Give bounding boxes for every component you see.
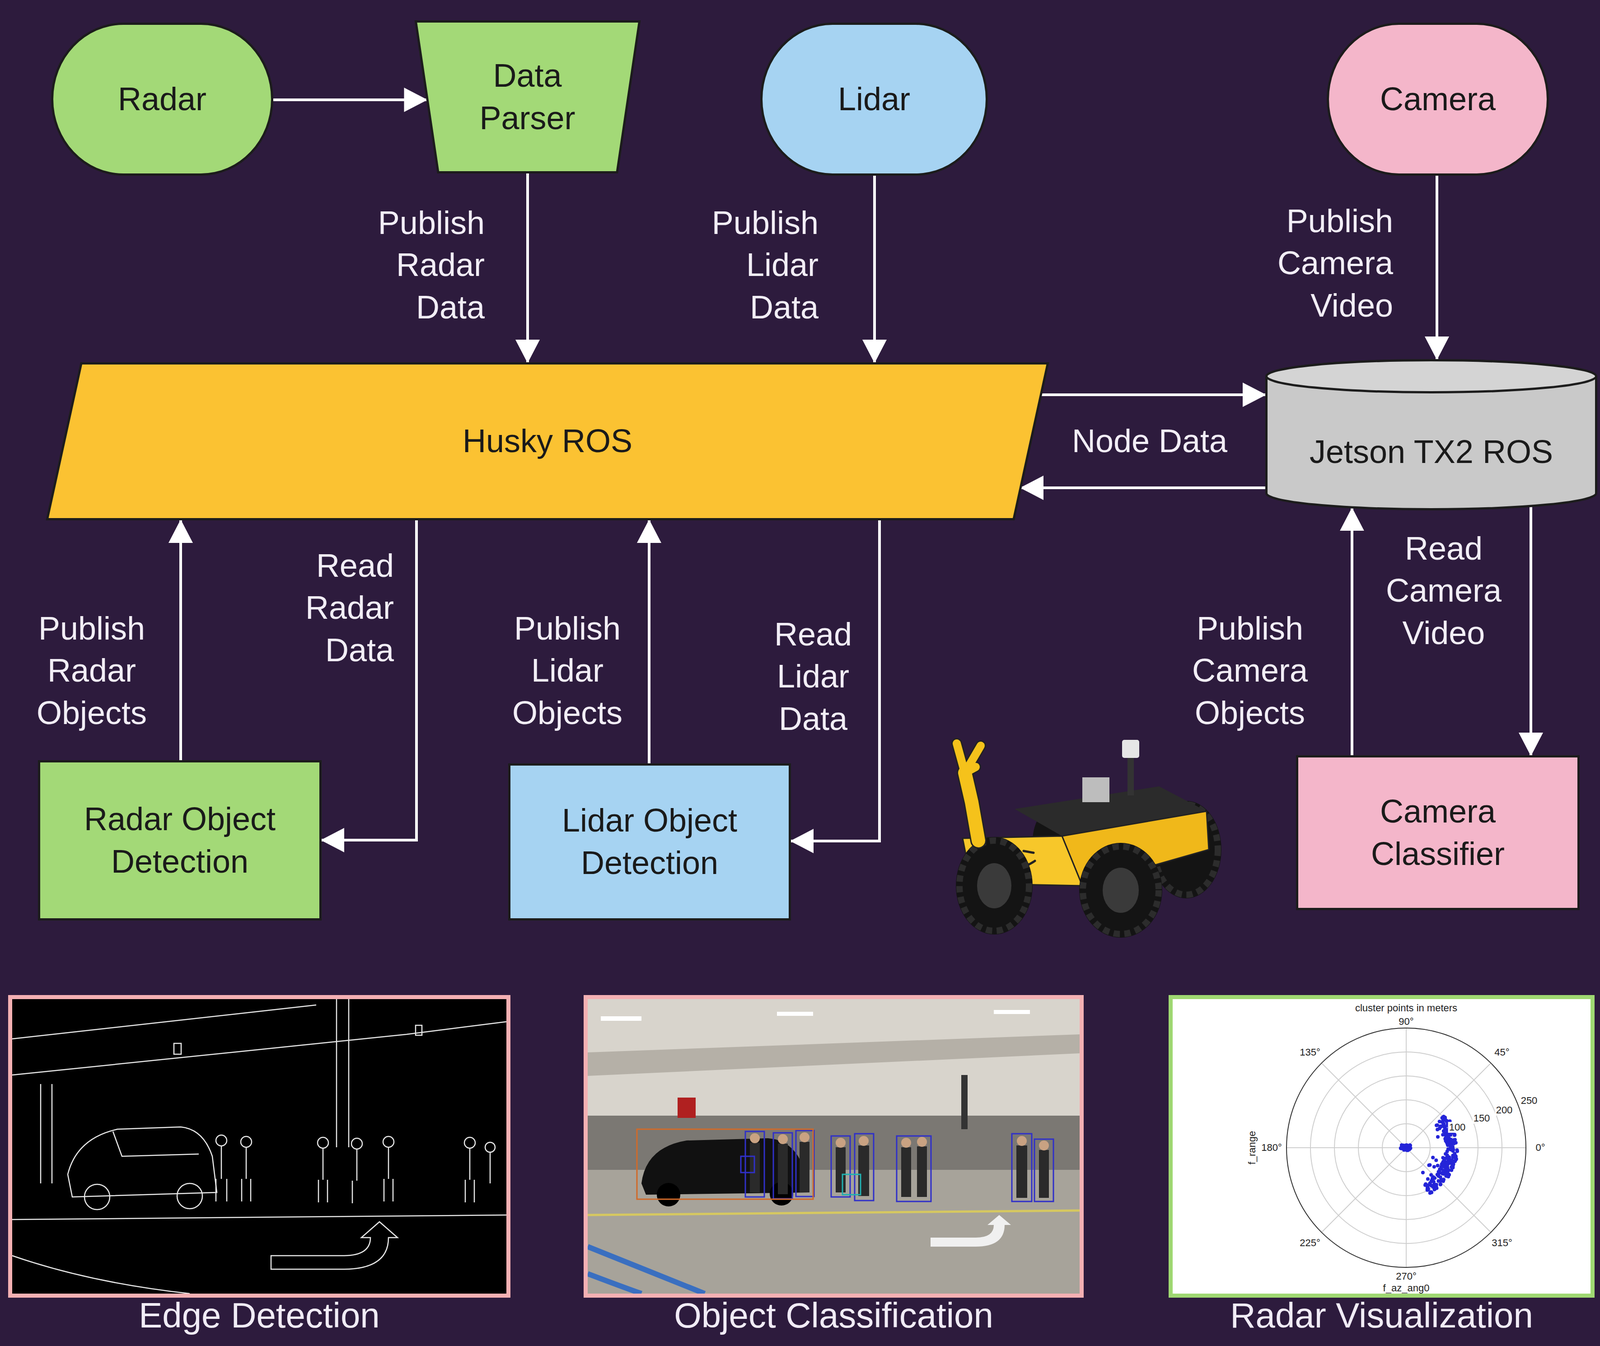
edge-label: Publish Camera Video	[1257, 200, 1394, 328]
text-block: Lidar	[837, 78, 911, 121]
angle-label: 270°	[1394, 1271, 1418, 1282]
ros-cylinder: Jetson TX2 ROS	[1265, 359, 1598, 511]
node-label: Lidar	[837, 78, 911, 121]
process-box: Lidar Object Detection	[508, 763, 791, 921]
node-label: Husky ROS	[462, 420, 633, 463]
object-classification-photo	[587, 999, 1080, 1294]
connector-arrow	[647, 520, 651, 764]
connector-arrow	[1020, 486, 1266, 490]
node-label: Camera	[1380, 78, 1496, 121]
connector-arrow	[1435, 175, 1439, 360]
node-label: Data Parser	[455, 54, 600, 140]
sensor-terminal: Radar	[51, 22, 274, 176]
text-block: Data Parser	[455, 54, 600, 140]
image-panel: Object Classification	[583, 995, 1084, 1298]
text-block: Lidar Object Detection	[543, 799, 756, 885]
axis-title: f_range	[1246, 1130, 1258, 1166]
text-block: Radar Visualization	[1168, 1297, 1595, 1335]
sensor-terminal: Lidar	[760, 22, 988, 176]
process-box: Camera Classifier	[1295, 755, 1580, 911]
connector-arrow	[1350, 508, 1354, 756]
angle-label: 135°	[1298, 1047, 1322, 1058]
edge-label: Read Lidar Data	[745, 613, 881, 741]
edge-label: Read Radar Data	[258, 544, 394, 672]
parser-trapezoid: Data Parser	[414, 20, 641, 174]
husky-robot-illustration	[955, 739, 1222, 938]
text-block: Jetson TX2 ROS	[1309, 430, 1554, 474]
panel-caption: Object Classification	[583, 1297, 1084, 1335]
text-block: Camera Classifier	[1331, 790, 1544, 875]
node-label: Radar	[117, 78, 207, 121]
plot-title: cluster points in meters	[1354, 1002, 1459, 1014]
node-label: Camera Classifier	[1331, 790, 1544, 875]
connector-arrow	[1041, 393, 1266, 397]
edge-detection-image	[12, 999, 507, 1294]
node-label: Radar Object Detection	[73, 798, 286, 883]
angle-label: 90°	[1397, 1016, 1415, 1028]
angle-label: 225°	[1298, 1237, 1322, 1249]
text-block: Radar Object Detection	[73, 798, 286, 883]
panel-caption: Edge Detection	[8, 1297, 511, 1335]
ros-parallelogram: Husky ROS	[46, 362, 1049, 521]
connector-arrow	[273, 98, 427, 102]
edge-label: Publish Lidar Objects	[499, 607, 636, 735]
node-label: Jetson TX2 ROS	[1309, 430, 1554, 474]
image-panel: Edge Detection	[8, 995, 511, 1298]
parser-trapezoid-outline	[414, 20, 641, 174]
connector-arrow	[526, 173, 529, 363]
edge-label: Publish Radar Data	[349, 201, 485, 329]
panel-caption: Radar Visualization	[1168, 1297, 1595, 1335]
radar-polar-plot	[1172, 999, 1591, 1294]
range-label: 150	[1472, 1113, 1492, 1124]
text-block: Camera	[1380, 78, 1496, 121]
edge-label: Read Camera Video	[1375, 527, 1512, 655]
text-block: Radar	[117, 78, 207, 121]
connector-arrow	[179, 520, 183, 761]
connector-arrow	[1529, 506, 1533, 756]
text-block: Object Classification	[583, 1297, 1084, 1335]
connector-arrow	[873, 175, 876, 363]
axis-title: f_az_ang0	[1382, 1282, 1431, 1294]
node-label: Lidar Object Detection	[543, 799, 756, 885]
angle-label: 180°	[1260, 1142, 1283, 1154]
range-label: 250	[1520, 1095, 1539, 1107]
edge-label: Publish Lidar Data	[683, 201, 819, 329]
angle-label: 45°	[1493, 1047, 1511, 1058]
image-panel: Radar Visualization	[1168, 995, 1595, 1298]
angle-label: 0°	[1534, 1142, 1546, 1154]
process-box: Radar Object Detection	[37, 760, 322, 921]
edge-label: Publish Camera Objects	[1182, 607, 1318, 735]
range-label: 200	[1495, 1104, 1514, 1116]
edge-label: Publish Radar Objects	[23, 607, 160, 735]
text-block: Edge Detection	[8, 1297, 511, 1335]
angle-label: 315°	[1490, 1237, 1514, 1249]
text-block: Husky ROS	[462, 420, 633, 463]
range-label: 100	[1448, 1122, 1467, 1133]
sensor-terminal: Camera	[1326, 22, 1549, 176]
edge-label: Node Data	[1050, 420, 1250, 463]
